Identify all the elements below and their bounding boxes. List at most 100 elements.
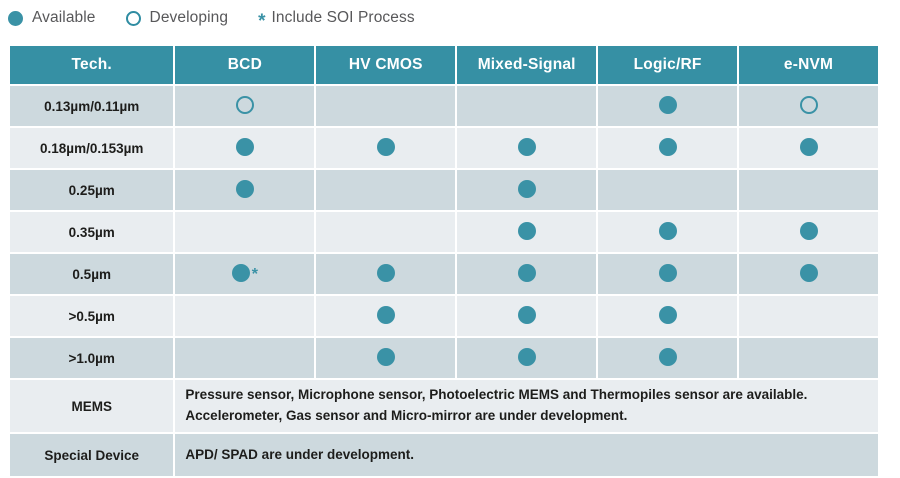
- cell-hv-cmos: [316, 86, 456, 126]
- note-body: APD/ SPAD are under development.: [175, 434, 878, 476]
- status-marker: [376, 137, 395, 156]
- tech-node-label: 0.25µm: [10, 170, 174, 210]
- filled-circle-icon: [8, 10, 23, 26]
- column-header-hv-cmos: HV CMOS: [316, 46, 456, 84]
- status-marker: [799, 221, 818, 240]
- open-circle-icon: [125, 10, 141, 26]
- tech-node-label: 0.18µm/0.153µm: [10, 128, 174, 168]
- cell-e-nvm: [739, 86, 878, 126]
- table-row: 0.25µm: [10, 170, 878, 210]
- technology-matrix-table: Tech. BCD HV CMOS Mixed-Signal Logic/RF …: [8, 44, 880, 478]
- table-row: 0.13µm/0.11µm: [10, 86, 878, 126]
- cell-logic-rf: [598, 170, 738, 210]
- cell-bcd: [175, 296, 315, 336]
- cell-hv-cmos: [316, 128, 456, 168]
- column-header-mixed-signal: Mixed-Signal: [457, 46, 597, 84]
- column-header-e-nvm: e-NVM: [739, 46, 878, 84]
- table-header-row: Tech. BCD HV CMOS Mixed-Signal Logic/RF …: [10, 46, 878, 84]
- status-marker: [376, 347, 395, 366]
- cell-bcd: [175, 128, 315, 168]
- status-marker: [517, 347, 536, 366]
- cell-mixed-signal: [457, 170, 597, 210]
- filled-circle-icon: [376, 305, 395, 324]
- filled-circle-icon: [658, 347, 677, 366]
- status-marker: [517, 137, 536, 156]
- legend-label-developing: Developing: [149, 9, 229, 26]
- cell-bcd: [175, 170, 315, 210]
- cell-logic-rf: [598, 128, 738, 168]
- cell-hv-cmos: [316, 254, 456, 294]
- status-marker: [235, 95, 254, 114]
- note-line: Accelerometer, Gas sensor and Micro-mirr…: [185, 408, 628, 423]
- status-marker: *: [231, 263, 258, 282]
- cell-bcd: [175, 212, 315, 252]
- filled-circle-icon: [376, 263, 395, 282]
- status-marker: [658, 263, 677, 282]
- cell-mixed-signal: [457, 86, 597, 126]
- tech-node-label: >1.0µm: [10, 338, 174, 378]
- filled-circle-icon: [235, 179, 254, 198]
- tech-node-label: 0.13µm/0.11µm: [10, 86, 174, 126]
- status-marker: [517, 263, 536, 282]
- cell-logic-rf: [598, 338, 738, 378]
- filled-circle-icon: [376, 137, 395, 156]
- note-label: MEMS: [10, 380, 174, 432]
- table-row: >1.0µm: [10, 338, 878, 378]
- filled-circle-icon: [517, 305, 536, 324]
- cell-hv-cmos: [316, 170, 456, 210]
- cell-mixed-signal: [457, 296, 597, 336]
- cell-bcd: [175, 338, 315, 378]
- cell-hv-cmos: [316, 212, 456, 252]
- filled-circle-icon: [658, 137, 677, 156]
- status-marker: [376, 263, 395, 282]
- cell-mixed-signal: [457, 128, 597, 168]
- filled-circle-icon: [376, 347, 395, 366]
- cell-bcd: [175, 86, 315, 126]
- status-marker: [658, 305, 677, 324]
- note-line: APD/ SPAD are under development.: [185, 446, 414, 462]
- filled-circle-icon: [658, 263, 677, 282]
- filled-circle-icon: [799, 137, 818, 156]
- note-body: Pressure sensor, Microphone sensor, Phot…: [175, 380, 878, 432]
- status-marker: [235, 179, 254, 198]
- legend: Available Developing * Include SOI Proce…: [8, 0, 415, 36]
- cell-e-nvm: [739, 170, 878, 210]
- filled-circle-icon: [658, 95, 677, 114]
- filled-circle-icon: [799, 221, 818, 240]
- table-row: MEMS Pressure sensor, Microphone sensor, …: [10, 380, 878, 432]
- filled-circle-icon: [517, 137, 536, 156]
- status-marker: [517, 305, 536, 324]
- column-header-bcd: BCD: [175, 46, 315, 84]
- cell-mixed-signal: [457, 212, 597, 252]
- table-row: 0.35µm: [10, 212, 878, 252]
- status-marker: [799, 95, 818, 114]
- note-label: Special Device: [10, 434, 174, 476]
- status-marker: [517, 221, 536, 240]
- cell-e-nvm: [739, 128, 878, 168]
- cell-e-nvm: [739, 254, 878, 294]
- legend-item-available: Available: [8, 9, 96, 27]
- status-marker: [235, 137, 254, 156]
- cell-logic-rf: [598, 212, 738, 252]
- cell-logic-rf: [598, 296, 738, 336]
- cell-logic-rf: [598, 86, 738, 126]
- status-marker: [658, 137, 677, 156]
- cell-hv-cmos: [316, 338, 456, 378]
- tech-node-label: >0.5µm: [10, 296, 174, 336]
- open-circle-icon: [235, 95, 254, 114]
- cell-e-nvm: [739, 212, 878, 252]
- filled-circle-icon: [658, 221, 677, 240]
- open-circle-icon: [799, 95, 818, 114]
- status-marker: [658, 221, 677, 240]
- status-marker: [799, 263, 818, 282]
- status-marker: [517, 179, 536, 198]
- status-marker: [799, 137, 818, 156]
- cell-mixed-signal: [457, 254, 597, 294]
- filled-circle-icon: [658, 305, 677, 324]
- cell-bcd: *: [175, 254, 315, 294]
- asterisk-icon: *: [258, 10, 266, 32]
- table-row: Special Device APD/ SPAD are under develo…: [10, 434, 878, 476]
- filled-circle-icon: [517, 221, 536, 240]
- filled-circle-icon: [231, 263, 250, 282]
- note-line: Pressure sensor, Microphone sensor, Phot…: [185, 387, 808, 403]
